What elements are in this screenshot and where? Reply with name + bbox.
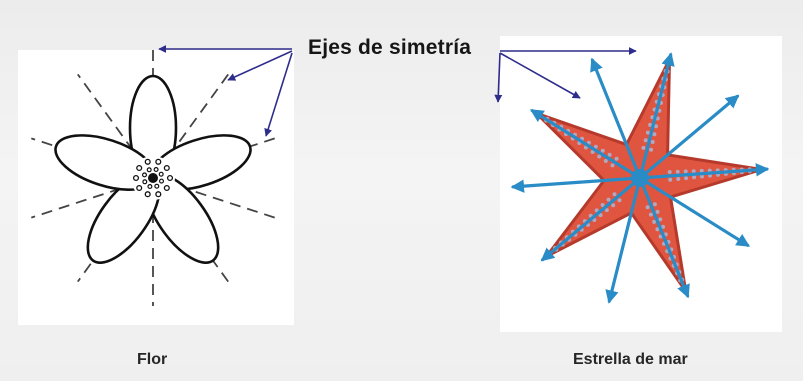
stamen [147, 184, 153, 190]
starfish-texture-dot [648, 122, 653, 127]
starfish-texture-dot [593, 144, 598, 149]
stamen [154, 183, 160, 189]
flower-diagram [31, 50, 275, 306]
stamen [142, 179, 148, 185]
starfish-axis-arrow [638, 163, 770, 180]
starfish-texture-dot [654, 124, 658, 129]
stamen [158, 171, 164, 177]
left-pointer-arrows [158, 45, 293, 137]
stamen [136, 184, 143, 192]
starfish-axis-arrow [530, 109, 642, 180]
starfish-texture-dot [603, 159, 608, 163]
starfish-texture-dot [655, 227, 660, 232]
starfish-texture-dot [606, 197, 611, 202]
starfish-texture-dot [649, 147, 654, 152]
flower-center [131, 156, 175, 200]
starfish-axis-arrow [590, 57, 642, 180]
pointer-arrow [494, 52, 503, 103]
starfish-texture-dot [610, 163, 615, 168]
starfish-texture-dot [699, 168, 704, 173]
starfish-caption: Estrella de mar [573, 351, 688, 368]
stamen [136, 164, 143, 172]
starfish-axis-arrow [638, 94, 740, 180]
starfish-texture-dot [643, 138, 648, 143]
pistil [148, 173, 158, 183]
stamen [163, 184, 170, 192]
stamen [163, 164, 170, 172]
starfish-texture-dot [683, 169, 688, 174]
starfish-texture-dot [648, 212, 653, 217]
starfish-symmetry-axes [510, 52, 770, 304]
starfish-axis-arrow [510, 176, 642, 193]
starfish-texture-dot [652, 219, 657, 224]
stamen [132, 174, 140, 182]
starfish-texture-dot [658, 217, 663, 222]
starfish-center-dot [631, 169, 649, 187]
pointer-arrow [499, 52, 581, 99]
starfish-texture-dot [684, 176, 689, 181]
starfish-texture-dot [617, 198, 622, 203]
starfish-texture-dot [667, 170, 672, 174]
stamen [146, 167, 152, 173]
starfish-texture-dot [652, 202, 657, 207]
starfish-texture-dot [700, 174, 704, 179]
starfish-texture-dot [604, 208, 609, 213]
starfish-texture-dot [676, 177, 681, 181]
starfish-texture-dot [661, 224, 666, 229]
starfish-axis-arrow [540, 176, 642, 262]
starfish-diagram [510, 52, 770, 304]
starfish-axis-arrow [638, 176, 750, 247]
symmetry-axes-title: Ejes de simetría [308, 36, 472, 59]
starfish-texture-dot [590, 150, 595, 154]
stamen [141, 172, 147, 178]
starfish-texture-dot [675, 169, 680, 174]
starfish-texture-dot [645, 130, 650, 135]
starfish-axis-arrow [638, 52, 675, 180]
starfish-texture-dot [600, 203, 605, 207]
stamen [155, 158, 162, 165]
stamen [155, 191, 162, 198]
starfish-axis-arrow [638, 176, 690, 299]
starfish-texture-dot [598, 213, 603, 218]
starfish-texture-dot [652, 132, 657, 137]
starfish-texture-dot [612, 192, 617, 197]
starfish-texture-dot [611, 203, 616, 208]
starfish-panel [500, 36, 782, 332]
starfish-texture-dot [650, 140, 655, 144]
pointer-arrow [264, 52, 293, 137]
starfish-texture-dot [645, 205, 650, 210]
pointer-arrow [227, 50, 293, 81]
starfish-texture-dot [607, 152, 612, 157]
flower-caption: Flor [137, 351, 168, 368]
starfish-texture-dot [600, 148, 605, 153]
starfish-texture-dot [597, 154, 602, 159]
right-pointer-arrows [494, 47, 637, 103]
stamen [159, 178, 165, 184]
starfish-texture-dot [641, 145, 646, 150]
starfish-texture-dot [691, 169, 696, 174]
stamen [153, 166, 159, 172]
starfish-texture-dot [614, 156, 619, 161]
starfish-texture-dot [655, 209, 660, 214]
starfish-axis-arrow [605, 176, 642, 304]
starfish-texture-dot [668, 177, 673, 182]
stamen [144, 158, 151, 165]
flower-panel [18, 50, 294, 325]
stamen [166, 174, 174, 182]
stamen [144, 191, 151, 198]
starfish-texture-dot [692, 175, 697, 180]
